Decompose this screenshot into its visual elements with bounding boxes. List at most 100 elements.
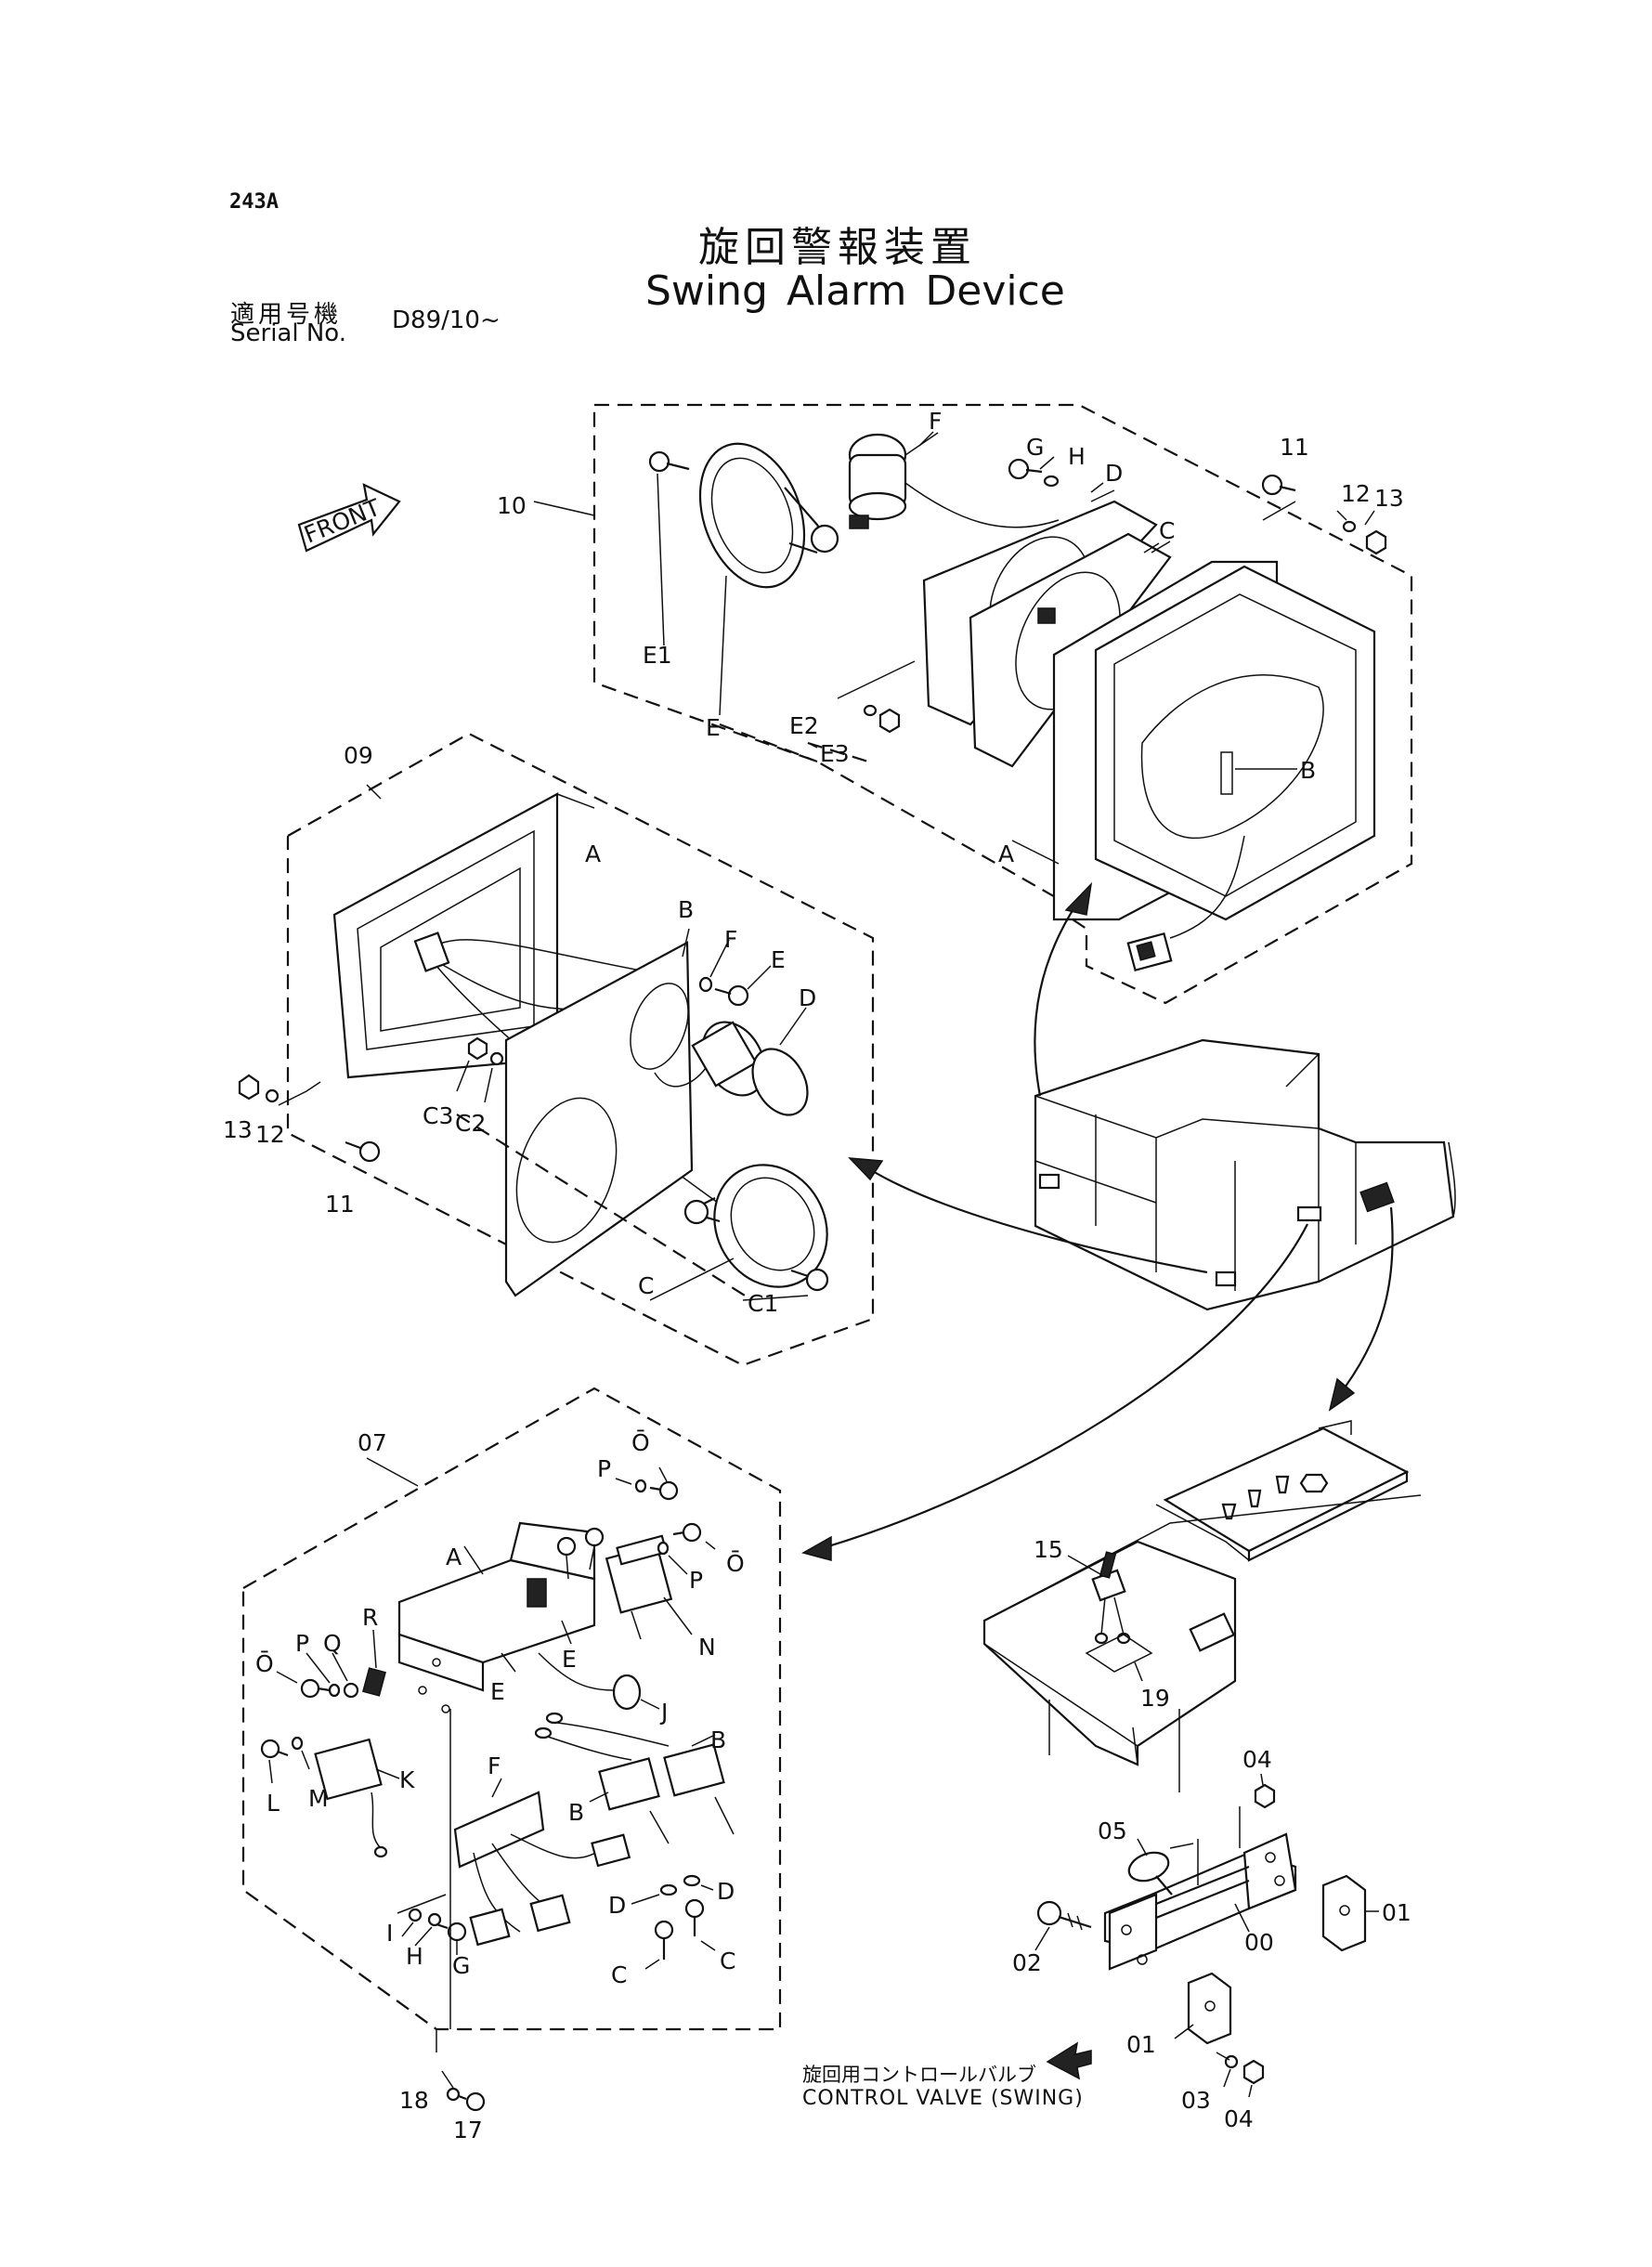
bracket-a-icon [397,1521,596,1713]
clamp-k-icon [314,1738,388,1858]
part-callout-label: L [267,1790,280,1817]
washer-h-icon [1043,475,1060,488]
part-callout-label: 13 [223,1116,253,1143]
part-callout-label: Ō [255,1650,274,1677]
part-callout-label: 00 [1244,1929,1274,1956]
clamp-01-icon [1321,1874,1367,1952]
part-callout-label: C3 [423,1102,453,1129]
part-callout-label: E [771,946,786,973]
washer-m-icon [291,1736,304,1751]
bolt-c-icon [684,1898,705,1936]
bolt-g-icon [436,1922,467,1942]
part-callout-label: C [1159,517,1175,544]
part-callout-label: J [659,1699,668,1726]
pointer-arrow-icon [848,1157,1208,1274]
bolt-e1-icon [648,450,690,473]
part-callout-label: 03 [1181,2087,1211,2114]
group-number-label: 09 [344,742,373,769]
buzzer-d-icon [654,1021,809,1116]
knob-05-icon [1127,1851,1173,1896]
ring-terminal-icon [556,1527,605,1580]
part-callout-label: A [585,840,601,867]
part-callout-label: C1 [748,1290,778,1317]
part-callout-label: 17 [453,2117,483,2143]
part-callout-label: 05 [1098,1818,1127,1844]
part-callout-label: B [1300,757,1316,784]
washer-p-icon [657,1541,670,1556]
front-arrow-icon: FRONT [297,483,401,553]
part-callout-label: E1 [643,642,672,669]
part-callout-label: K [399,1766,415,1793]
relay-b-icon [534,1712,735,1844]
washer-18-icon [446,2087,461,2102]
bolt-02-icon [1036,1900,1092,1931]
part-callout-label: 12 [255,1121,285,1148]
group-10-boundary [592,403,1413,1005]
part-callout-label: P [689,1567,703,1594]
part-callout-label: E [490,1678,505,1705]
part-callout-label: M [308,1785,329,1812]
part-callout-label: B [568,1799,584,1826]
part-callout-label: H [406,1943,423,1970]
part-callout-label: 01 [1126,2031,1156,2058]
pointer-arrow-icon [1328,1206,1394,1412]
machine-cab-icon [1034,1038,1456,1311]
horn-c-icon [683,1164,828,1288]
front-label: FRONT [300,493,384,548]
washer-p-icon [634,1479,647,1493]
bolt-c-icon [654,1920,674,1960]
bolt-g-icon [1008,458,1043,480]
part-callout-label: F [488,1752,501,1779]
part-callout-label: D [717,1878,735,1905]
part-callout-label: B [678,896,694,923]
washer-12-icon [1342,520,1357,533]
bolt-11-icon [345,1140,381,1163]
part-callout-label: N [698,1634,716,1661]
part-callout-label: C [638,1272,654,1299]
washer-12-icon [265,1088,280,1103]
washer-f-icon [698,976,713,993]
part-callout-label: D [1105,460,1123,487]
nut-c3-icon [467,1036,488,1061]
part-callout-label: I [386,1920,393,1947]
part-callout-label: B [710,1726,726,1753]
part-callout-label: F [724,926,737,953]
clamp-01-icon [1187,1972,1232,2045]
bolt-o-icon [300,1678,331,1699]
part-callout-label: E3 [820,740,850,767]
pointer-arrow-icon [1046,2041,1092,2080]
part-callout-label: 12 [1341,480,1371,507]
part-callout-label: 04 [1242,1746,1272,1773]
part-callout-label: H [1068,443,1086,470]
bolt-e-icon [714,984,749,1007]
harness-f-icon [453,1791,631,1947]
connector-icon [1126,835,1245,972]
washer-d-icon [683,1874,701,1887]
part-callout-label: C2 [455,1110,486,1137]
bolt-c1-icon [790,1268,829,1292]
part-callout-label: 02 [1012,1949,1042,1976]
bolt-11-icon [1261,474,1296,496]
part-callout-label: 18 [399,2087,429,2114]
part-callout-label: 15 [1034,1536,1063,1563]
part-callout-label: A [998,840,1014,867]
part-callout-label: 19 [1140,1685,1170,1712]
washer-p-icon [328,1683,341,1698]
console-panel-icon [982,1420,1422,1792]
nut-04-icon [1242,2059,1265,2085]
group-09 [238,732,875,1367]
bolt-o-icon [672,1522,702,1543]
nut-04-icon [1254,1783,1276,1809]
serial-label-jp: 適用号機 [230,301,343,329]
relay-n-icon [605,1534,673,1640]
part-callout-label: P [597,1455,611,1482]
switch-15-icon [1085,1551,1153,1673]
part-callout-label: D [799,984,816,1011]
part-callout-label: D [608,1892,626,1919]
plate-b-icon [504,941,694,1297]
page-title-jp: 旋回警報装置 [698,224,977,271]
group-10 [533,403,1413,1005]
washer-d-icon [659,1883,678,1896]
